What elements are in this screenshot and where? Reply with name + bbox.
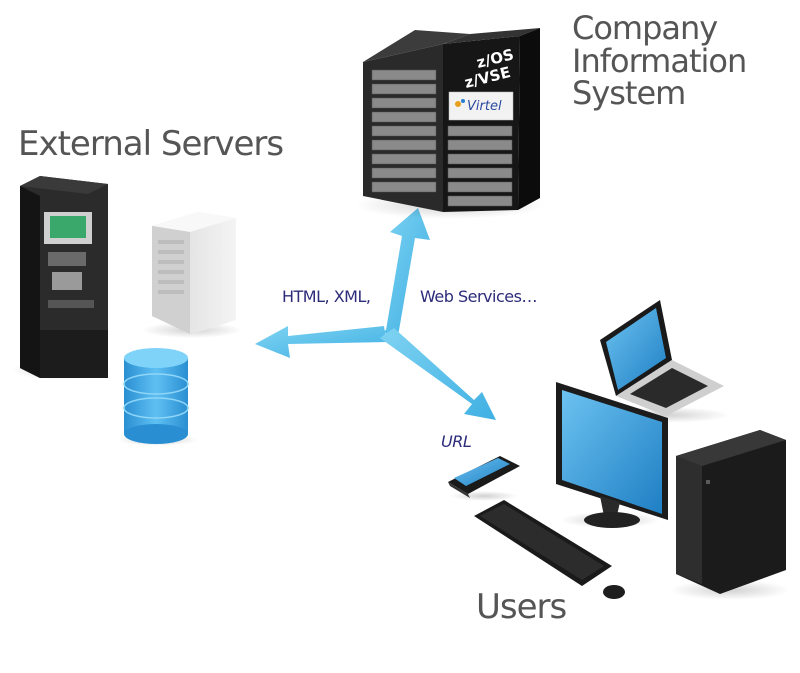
external-servers-title: External Servers (18, 124, 284, 164)
monitor-icon (556, 382, 668, 528)
company-title-line-1: Company (572, 9, 718, 47)
company-title-line-2: Information (572, 41, 747, 80)
arrow-icon (255, 208, 496, 420)
protocol-label-html-xml: HTML, XML, (282, 287, 371, 306)
mouse-icon (603, 585, 625, 599)
smartphone-icon (448, 456, 520, 501)
atm-icon (12, 176, 112, 380)
desktop-tower-icon (670, 430, 790, 600)
virtel-logo: Virtel (467, 99, 502, 114)
company-title-line-3: System (572, 74, 686, 113)
keyboard-icon (474, 500, 612, 586)
users-title: Users (476, 587, 567, 627)
mainframe-icon: Virtel z/OS z/VSE (355, 28, 545, 219)
database-icon (118, 348, 198, 446)
server-tower-icon (142, 212, 242, 338)
company-information-system-title: Company Information System (572, 9, 747, 113)
laptop-icon (600, 300, 730, 423)
protocol-label-web-services: Web Services… (420, 287, 537, 306)
url-label: URL (441, 432, 472, 451)
